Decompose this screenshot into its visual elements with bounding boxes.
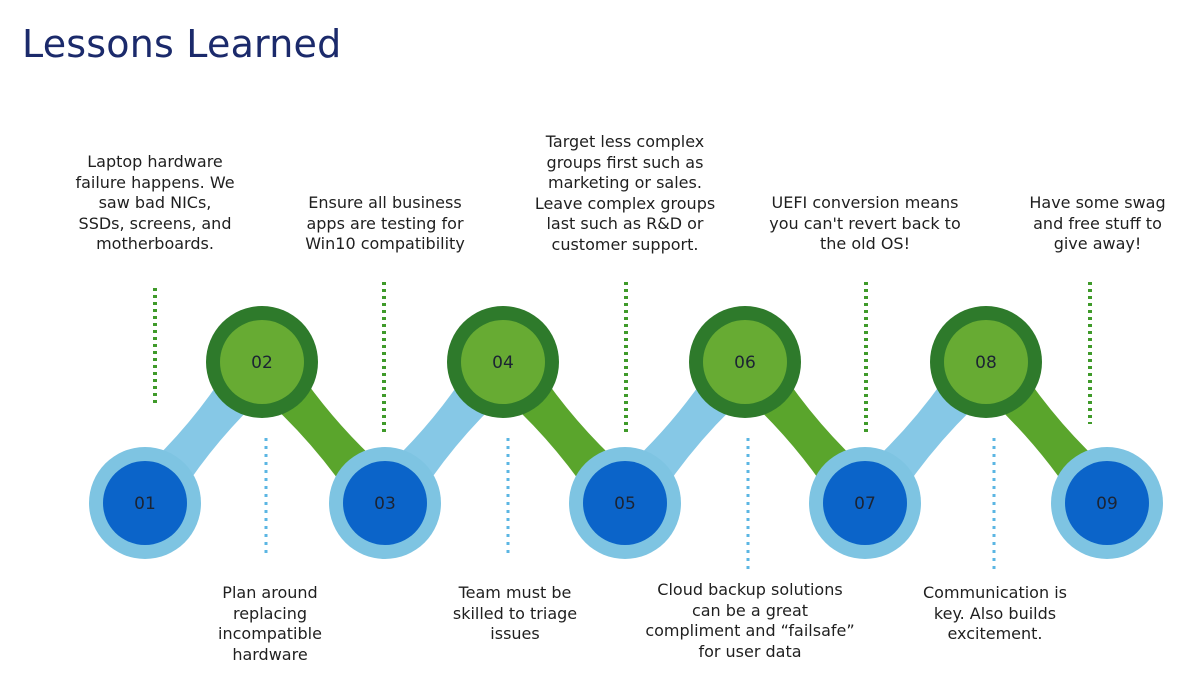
step-node-07: 07: [809, 447, 921, 559]
step-node-02: 02: [206, 306, 318, 418]
note-step-08: Communication is key. Also builds excite…: [923, 583, 1067, 643]
step-node-05: 05: [569, 447, 681, 559]
note-step-07: UEFI conversion means you can't revert b…: [769, 193, 961, 253]
note-step-02: Plan around replacing incompatible hardw…: [218, 583, 322, 664]
node-number: 07: [854, 494, 876, 514]
node-inner-disc: [343, 461, 427, 545]
node-number: 01: [134, 494, 156, 514]
note-step-04: Team must be skilled to triage issues: [452, 583, 578, 643]
note-step-03: Ensure all business apps are testing for…: [305, 193, 465, 253]
node-number: 06: [734, 353, 756, 373]
note-step-06: Cloud backup solutions can be a great co…: [645, 580, 855, 661]
node-inner-disc: [944, 320, 1028, 404]
note-step-05: Target less complex groups first such as…: [534, 132, 716, 254]
node-inner-disc: [823, 461, 907, 545]
note-step-01: Laptop hardware failure happens. We saw …: [75, 152, 235, 253]
node-inner-disc: [703, 320, 787, 404]
node-inner-disc: [461, 320, 545, 404]
note-step-09: Have some swag and free stuff to give aw…: [1029, 193, 1166, 253]
node-inner-disc: [1065, 461, 1149, 545]
step-node-03: 03: [329, 447, 441, 559]
node-number: 02: [251, 353, 273, 373]
node-number: 03: [374, 494, 396, 514]
step-node-08: 08: [930, 306, 1042, 418]
node-number: 08: [975, 353, 997, 373]
step-node-04: 04: [447, 306, 559, 418]
step-node-09: 09: [1051, 447, 1163, 559]
node-number: 05: [614, 494, 636, 514]
node-inner-disc: [583, 461, 667, 545]
node-inner-disc: [103, 461, 187, 545]
node-number: 09: [1096, 494, 1118, 514]
step-node-06: 06: [689, 306, 801, 418]
slide-title: Lessons Learned: [22, 22, 342, 66]
node-number: 04: [492, 353, 514, 373]
step-node-01: 01: [89, 447, 201, 559]
node-inner-disc: [220, 320, 304, 404]
